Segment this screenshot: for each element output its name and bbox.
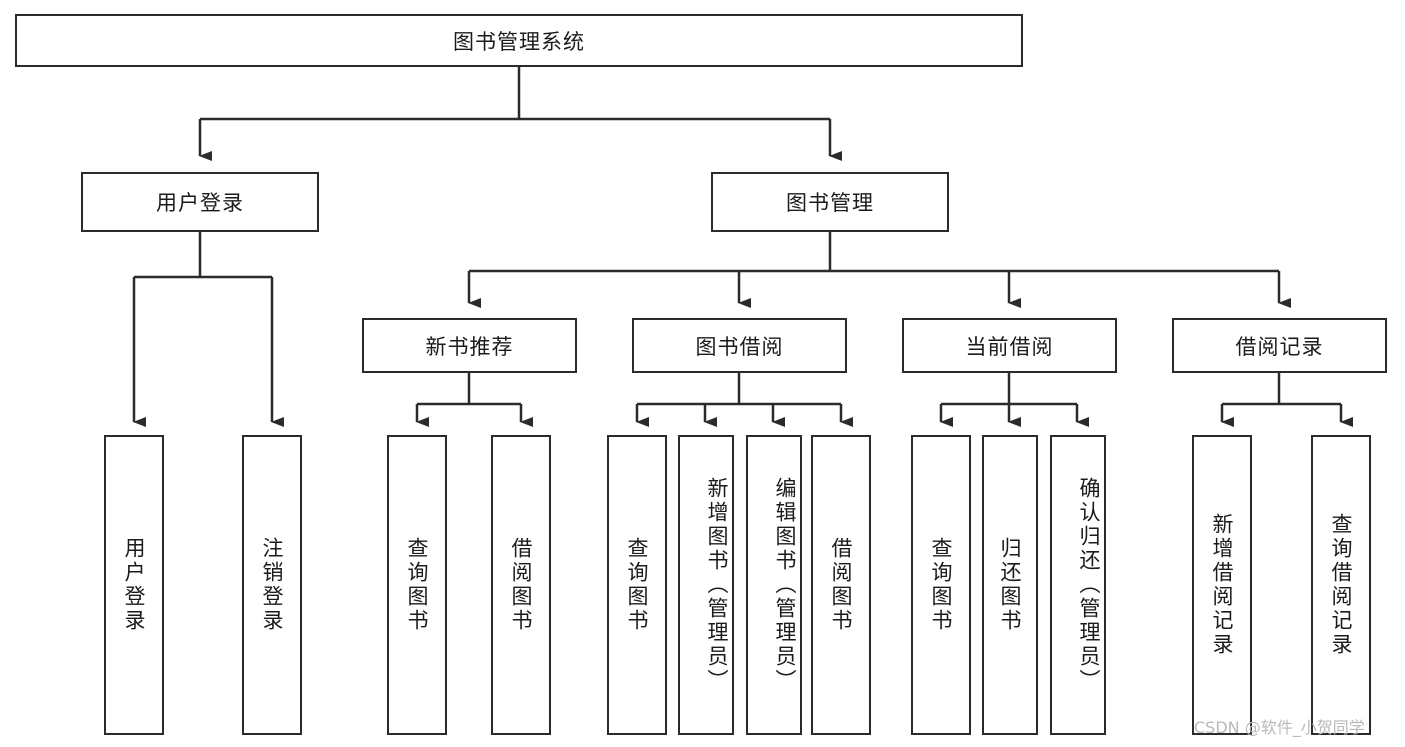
- watermark: CSDN @软件_小贺同学: [1194, 718, 1365, 737]
- node-label: 用户登录: [122, 537, 146, 633]
- node-label: 借阅记录: [1235, 334, 1324, 359]
- leaf-current-query-book[interactable]: 查询图书: [911, 435, 971, 735]
- node-label: 新增图书（管理员）: [705, 477, 729, 693]
- leaf-user-login-logout[interactable]: 注销登录: [242, 435, 302, 735]
- node-label: 确认归还（管理员）: [1077, 477, 1101, 693]
- leaf-borrow-query-book[interactable]: 查询图书: [607, 435, 667, 735]
- node-label: 借阅图书: [509, 537, 533, 633]
- node-label: 图书管理系统: [453, 29, 585, 54]
- leaf-borrow-add-book-admin[interactable]: 新增图书（管理员）: [678, 435, 734, 735]
- node-label: 查询图书: [929, 537, 953, 633]
- leaf-borrow-borrow-book[interactable]: 借阅图书: [811, 435, 871, 735]
- leaf-records-add-record[interactable]: 新增借阅记录: [1192, 435, 1252, 735]
- node-label: 图书管理: [786, 191, 874, 215]
- node-root-book-management-system[interactable]: 图书管理系统: [15, 14, 1023, 67]
- node-user-login[interactable]: 用户登录: [81, 172, 319, 232]
- leaf-current-return-book[interactable]: 归还图书: [982, 435, 1038, 735]
- node-label: 借阅图书: [829, 537, 853, 633]
- node-label: 用户登录: [156, 191, 244, 215]
- node-label: 新书推荐: [425, 334, 514, 359]
- node-borrow-records[interactable]: 借阅记录: [1172, 318, 1387, 373]
- node-label: 注销登录: [260, 537, 284, 633]
- node-label: 查询图书: [405, 537, 429, 633]
- node-current-borrow[interactable]: 当前借阅: [902, 318, 1117, 373]
- leaf-new-book-query[interactable]: 查询图书: [387, 435, 447, 735]
- leaf-records-query-record[interactable]: 查询借阅记录: [1311, 435, 1371, 735]
- leaf-current-confirm-return-admin[interactable]: 确认归还（管理员）: [1050, 435, 1106, 735]
- node-book-borrow[interactable]: 图书借阅: [632, 318, 847, 373]
- node-label: 归还图书: [998, 537, 1022, 633]
- node-label: 当前借阅: [965, 334, 1054, 359]
- node-new-book-recommendation[interactable]: 新书推荐: [362, 318, 577, 373]
- leaf-user-login-login[interactable]: 用户登录: [104, 435, 164, 735]
- node-label: 图书借阅: [695, 334, 784, 359]
- node-label: 编辑图书（管理员）: [773, 477, 797, 693]
- node-label: 新增借阅记录: [1210, 513, 1234, 657]
- leaf-borrow-edit-book-admin[interactable]: 编辑图书（管理员）: [746, 435, 802, 735]
- node-label: 查询图书: [625, 537, 649, 633]
- node-book-management[interactable]: 图书管理: [711, 172, 949, 232]
- leaf-new-book-borrow[interactable]: 借阅图书: [491, 435, 551, 735]
- node-label: 查询借阅记录: [1329, 513, 1353, 657]
